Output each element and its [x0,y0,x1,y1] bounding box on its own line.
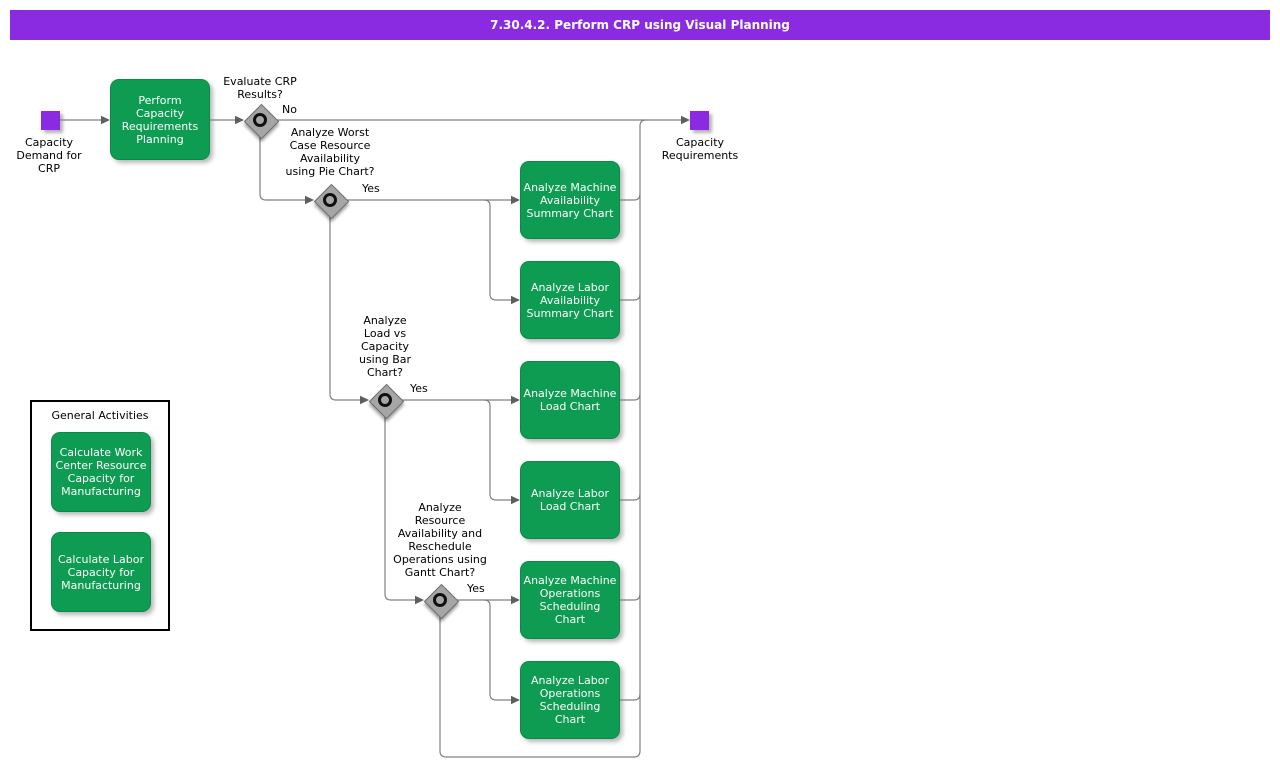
start-node-label: Capacity Demand for CRP [16,136,82,175]
edge-activity5-out [620,593,641,601]
edge-activity1-out [620,193,641,201]
general-activities-title: General Activities [51,409,149,422]
decision-question-bar-chart: Analyze Load vs Capacity using Bar Chart… [358,314,412,379]
end-node-label: Capacity Requirements [661,136,739,162]
start-node [41,111,60,130]
edge-activity3-out [620,393,641,401]
activity-analyze-labor-availability-summary-chart[interactable]: Analyze Labor Availability Summary Chart [520,261,620,339]
activity-analyze-labor-load-chart[interactable]: Analyze Labor Load Chart [520,461,620,539]
edge-return-trunk [439,119,647,758]
edge-decision2-yes-bottom [483,199,511,301]
activity-analyze-machine-availability-summary-chart[interactable]: Analyze Machine Availability Summary Cha… [520,161,620,239]
edge-decision3-to-decision4 [384,416,415,601]
decision-reschedule-gantt-chart [423,583,459,619]
edge-decision1-to-decision2 [259,136,305,201]
activity-analyze-labor-operations-scheduling-chart[interactable]: Analyze Labor Operations Scheduling Char… [520,661,620,739]
title-bar: 7.30.4.2. Perform CRP using Visual Plann… [10,10,1270,40]
decision-marker-icon [253,113,267,127]
activity-calculate-work-center-resource-capacity[interactable]: Calculate Work Center Resource Capacity … [51,432,151,512]
decision-marker-icon [323,193,337,207]
branch-label-no: No [282,103,297,116]
branch-label-yes-2: Yes [410,382,428,395]
edge-activity6-out [620,693,641,701]
activity-analyze-machine-operations-scheduling-chart[interactable]: Analyze Machine Operations Scheduling Ch… [520,561,620,639]
branch-label-yes-3: Yes [467,582,485,595]
branch-label-yes-1: Yes [362,182,380,195]
activity-calculate-labor-capacity[interactable]: Calculate Labor Capacity for Manufacturi… [51,532,151,612]
general-activities-panel: General Activities Calculate Work Center… [30,400,170,631]
decision-question-evaluate-crp: Evaluate CRP Results? [223,75,297,101]
decision-evaluate-crp-results [243,103,279,139]
edge-decision2-to-decision3 [329,216,360,401]
edge-activity2-out [620,293,641,301]
edge-activity4-out [620,493,641,501]
decision-question-gantt-chart: Analyze Resource Availability and Resche… [393,501,487,579]
page-title: 7.30.4.2. Perform CRP using Visual Plann… [490,18,790,32]
end-node [690,111,709,130]
edge-decision3-yes-bottom [483,399,511,501]
decision-marker-icon [378,393,392,407]
edge-decision4-yes-bottom [483,599,511,701]
decision-question-pie-chart: Analyze Worst Case Resource Availability… [285,126,375,178]
decision-marker-icon [433,593,447,607]
decision-worst-case-pie-chart [313,183,349,219]
activity-analyze-machine-load-chart[interactable]: Analyze Machine Load Chart [520,361,620,439]
decision-load-vs-capacity-bar-chart [368,383,404,419]
activity-perform-capacity-requirements-planning[interactable]: Perform Capacity Requirements Planning [110,79,210,160]
